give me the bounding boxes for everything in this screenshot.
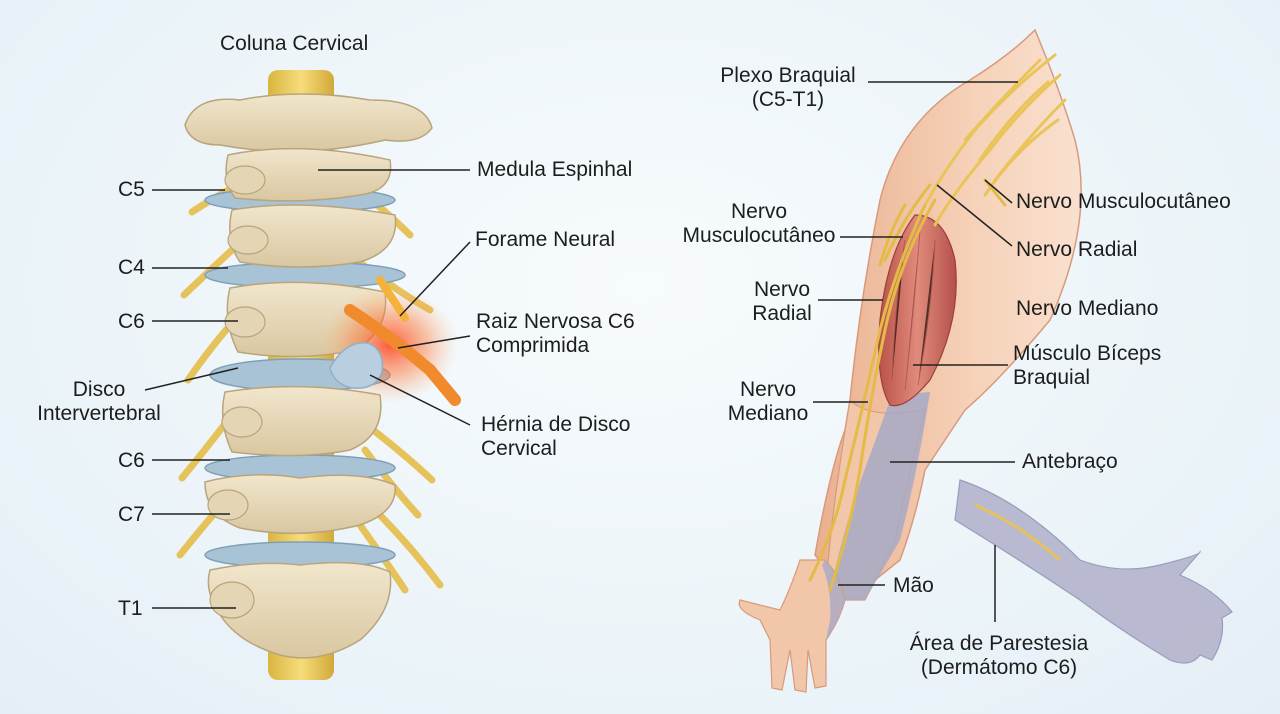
label-biceps: Músculo Bíceps Braquial: [1013, 342, 1162, 389]
label-raiz-nervosa: Raiz Nervosa C6 Comprimida: [476, 310, 635, 357]
label-mediano-left: Nervo Mediano: [727, 378, 809, 425]
radial-nerve: [808, 203, 927, 582]
disc-herniation: [329, 341, 384, 389]
label-c6-upper: C6: [118, 310, 145, 333]
leader-lines: [144, 81, 1018, 622]
label-mediano-right: Nervo Mediano: [1016, 297, 1159, 320]
label-c5: C5: [118, 178, 145, 201]
cervical-spine: [176, 70, 461, 680]
label-parestesia: Área de Parestesia (Dermátomo C6): [909, 632, 1089, 679]
label-c6-lower: C6: [118, 449, 145, 472]
label-mao: Mão: [893, 574, 934, 597]
paresthesia-limb: [954, 479, 1233, 664]
label-radial-right: Nervo Radial: [1016, 238, 1138, 261]
label-musculocutaneo-right: Nervo Musculocutâneo: [1016, 190, 1231, 213]
label-disco: Disco Intervertebral: [37, 378, 161, 425]
label-plexo-braquial: Plexo Braquial (C5-T1): [720, 64, 856, 111]
label-medula-espinhal: Medula Espinhal: [477, 158, 633, 181]
median-nerve: [828, 198, 937, 592]
label-c7: C7: [118, 503, 145, 526]
vertebra-atlas: [184, 93, 433, 153]
label-radial-left: Nervo Radial: [752, 278, 812, 325]
label-t1: T1: [118, 597, 143, 620]
herniation-area: [322, 276, 461, 406]
brachial-plexus: [918, 53, 1067, 227]
hand: [738, 559, 846, 693]
biceps-muscle: [878, 214, 957, 407]
spine-title: Coluna Cervical: [220, 32, 369, 55]
label-hernia: Hérnia de Disco Cervical: [481, 413, 631, 460]
label-antebraco: Antebraço: [1022, 450, 1118, 473]
paresthesia-forearm: [828, 392, 930, 600]
musculocutaneous-nerve: [883, 183, 932, 262]
arm: [738, 28, 1233, 693]
vertebra-c5: [225, 147, 392, 202]
label-musculocutaneo-left: Nervo Musculocutâneo: [682, 200, 836, 247]
label-c4: C4: [118, 256, 145, 279]
compressed-nerve-root: [344, 304, 461, 406]
label-forame-neural: Forame Neural: [475, 228, 616, 251]
